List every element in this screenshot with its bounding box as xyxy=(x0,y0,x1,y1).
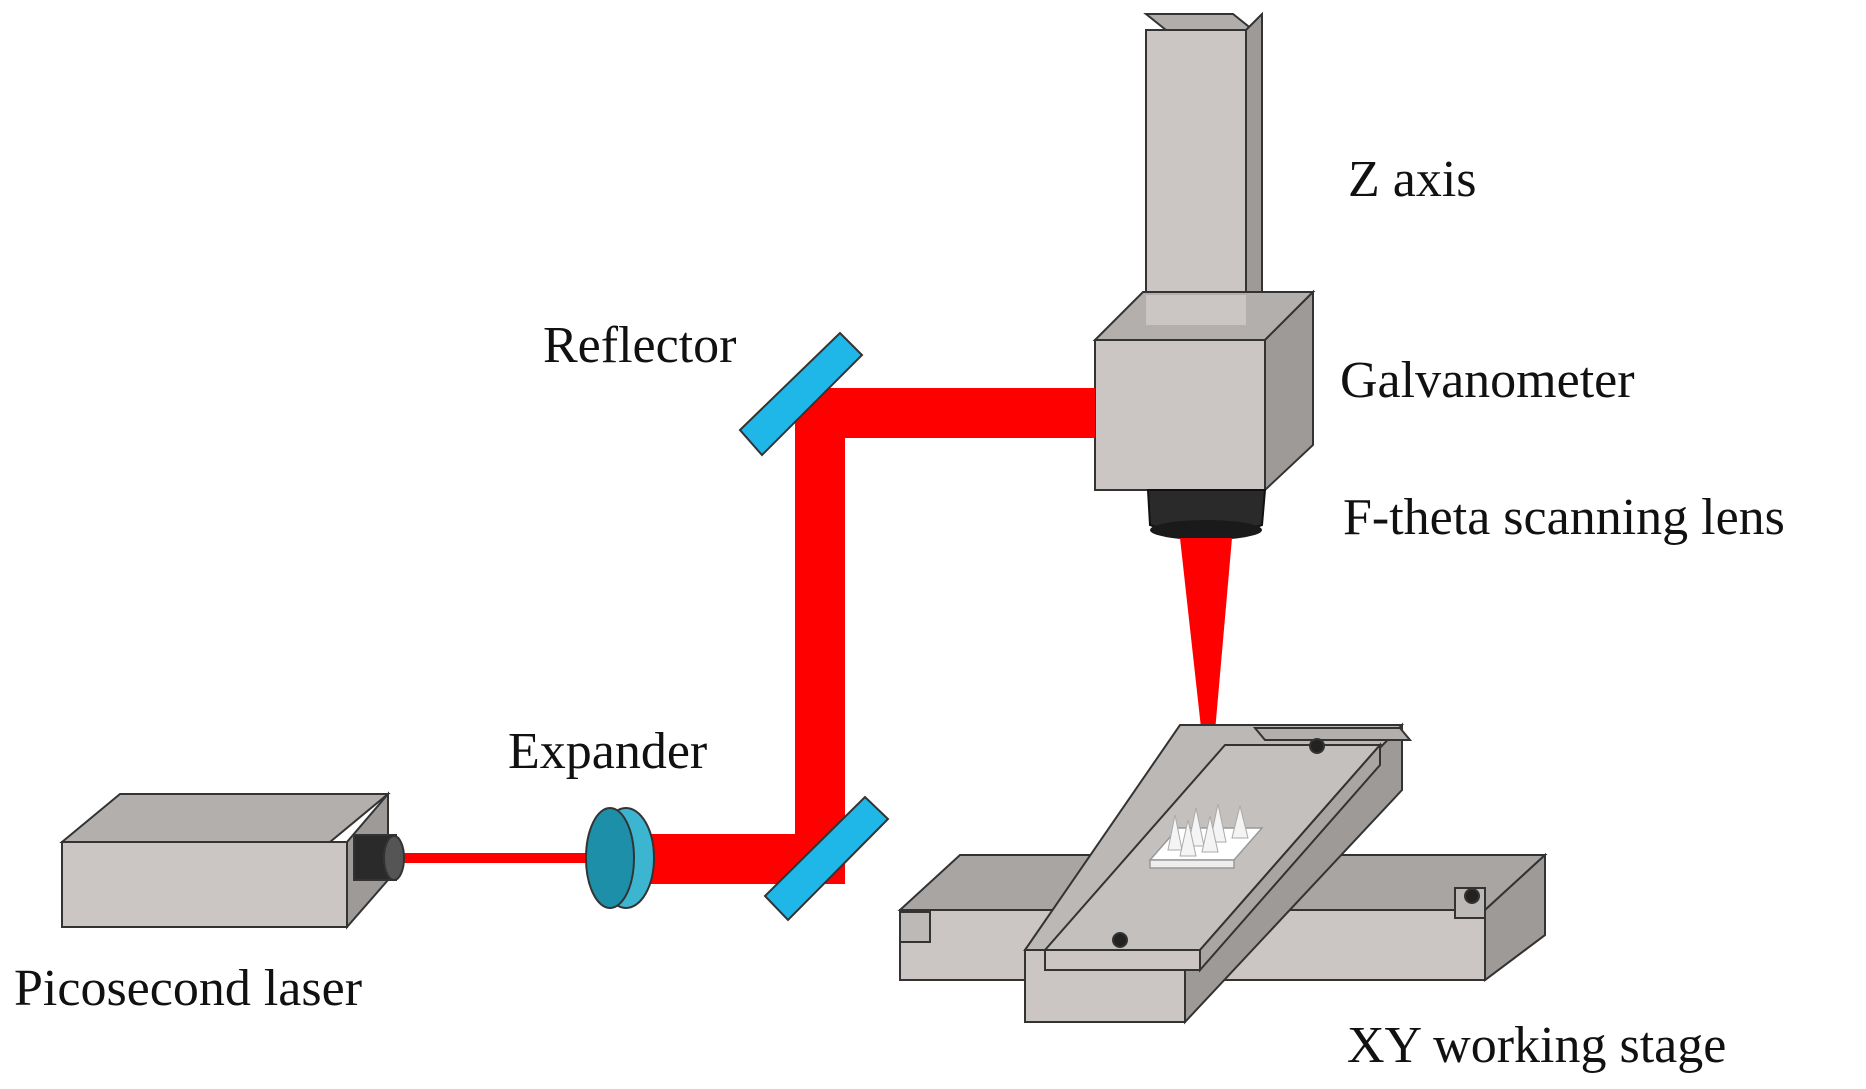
picosecond-laser-box xyxy=(59,791,405,930)
ftheta-lens-label: F-theta scanning lens xyxy=(1343,489,1785,546)
laser-thin-beam xyxy=(400,853,605,863)
focused-beam xyxy=(1180,538,1232,800)
expander-optic xyxy=(585,807,655,909)
top-reflector xyxy=(738,331,864,457)
expander-label: Expander xyxy=(508,723,708,780)
picosecond-laser-label: Picosecond laser xyxy=(14,960,363,1017)
xy-stage-label: XY working stage xyxy=(1347,1017,1727,1074)
reflector-label: Reflector xyxy=(543,317,737,374)
z-axis-column xyxy=(1143,11,1263,328)
xy-working-stage xyxy=(897,722,1548,1025)
sample-microstructure xyxy=(1148,803,1264,869)
beam-top-leg xyxy=(795,388,1095,800)
bottom-reflector xyxy=(763,795,890,922)
ftheta-lens xyxy=(1146,489,1267,540)
galvanometer-box xyxy=(1092,289,1316,493)
galvanometer-label: Galvanometer xyxy=(1340,352,1635,409)
z-axis-label: Z axis xyxy=(1348,151,1477,208)
